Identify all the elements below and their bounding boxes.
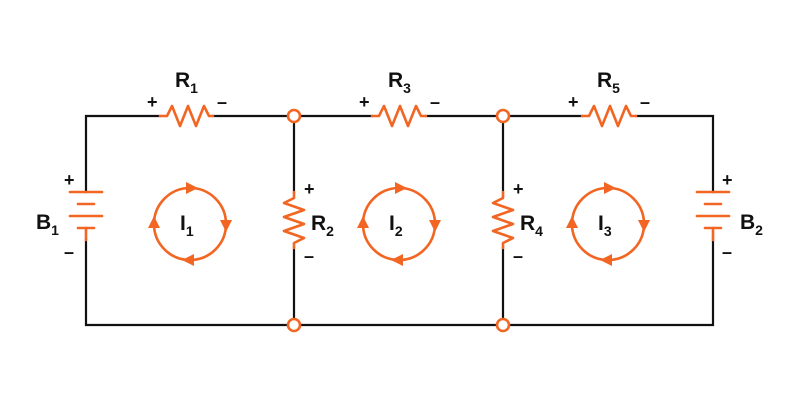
- resistor-r5-plus: +: [568, 92, 579, 112]
- resistor-r2: R2 + –: [282, 179, 334, 266]
- junction-nodes: [286, 108, 511, 333]
- loop-i1-arrow-top-icon: [186, 182, 198, 194]
- resistor-r1-label: R1: [175, 69, 198, 96]
- resistor-r2-label: R2: [311, 212, 334, 239]
- loop-i3-arrow-right-icon: [638, 220, 650, 232]
- resistor-r4-label: R4: [520, 212, 543, 239]
- loop-i2-arrow-left-icon: [357, 216, 369, 228]
- wire-left-top: [84, 114, 162, 194]
- loop-i2-arrow-bottom-icon: [391, 254, 403, 266]
- loop-i1-arrow-right-icon: [220, 220, 232, 232]
- resistor-r5-minus: –: [640, 92, 650, 112]
- loop-i1: I1: [148, 182, 232, 266]
- resistor-r3-zigzag: [370, 104, 428, 128]
- resistor-r3-label: R3: [388, 69, 411, 96]
- loop-i3: I3: [566, 182, 650, 266]
- resistor-r2-zigzag: [282, 190, 306, 250]
- resistor-r1-plus: +: [147, 92, 158, 112]
- resistor-r4-zigzag: [491, 190, 515, 250]
- resistor-r3-minus: –: [430, 92, 440, 112]
- wires: [84, 114, 715, 327]
- resistor-r1: R1 + –: [147, 69, 227, 128]
- battery-b2-plus: +: [722, 170, 733, 190]
- loop-i3-label: I3: [598, 212, 612, 239]
- battery-b1-plus: +: [64, 170, 75, 190]
- wire-right-bottom: [507, 238, 715, 327]
- battery-b1: B1 + –: [36, 170, 104, 262]
- node-bottom-right: [495, 317, 511, 333]
- resistor-r1-minus: –: [217, 92, 227, 112]
- loop-i3-arrow-left-icon: [566, 216, 578, 228]
- resistor-r4: R4 + –: [491, 179, 543, 266]
- resistor-r5: R5 + –: [568, 69, 650, 128]
- battery-b2: B2 + –: [695, 170, 763, 262]
- loop-i2: I2: [357, 182, 441, 266]
- loop-i2-arrow-right-icon: [429, 220, 441, 232]
- resistor-r4-plus: +: [513, 179, 524, 199]
- resistor-r2-minus: –: [304, 246, 314, 266]
- loop-i2-label: I2: [389, 212, 403, 239]
- battery-b2-label: B2: [740, 211, 763, 238]
- wire-right-top: [634, 114, 715, 194]
- resistor-r1-zigzag: [158, 104, 215, 128]
- loop-i3-arrow-top-icon: [604, 182, 616, 194]
- resistor-r4-minus: –: [513, 246, 523, 266]
- resistor-r3: R3 + –: [359, 69, 440, 128]
- node-top-left: [286, 108, 302, 124]
- loop-i3-arrow-bottom-icon: [600, 254, 612, 266]
- node-bottom-left: [286, 317, 302, 333]
- loop-i1-arrow-bottom-icon: [182, 254, 194, 266]
- loop-i2-arrow-top-icon: [395, 182, 407, 194]
- loop-i1-label: I1: [180, 212, 194, 239]
- battery-b2-minus: –: [722, 242, 732, 262]
- loop-i1-arrow-left-icon: [148, 216, 160, 228]
- battery-b1-minus: –: [64, 242, 74, 262]
- resistor-r2-plus: +: [304, 179, 315, 199]
- resistor-r3-plus: +: [359, 92, 370, 112]
- battery-b1-label: B1: [36, 211, 59, 238]
- resistor-r5-label: R5: [597, 69, 620, 96]
- wire-left-bottom: [84, 238, 291, 327]
- node-top-right: [495, 108, 511, 124]
- resistor-r5-zigzag: [580, 104, 638, 128]
